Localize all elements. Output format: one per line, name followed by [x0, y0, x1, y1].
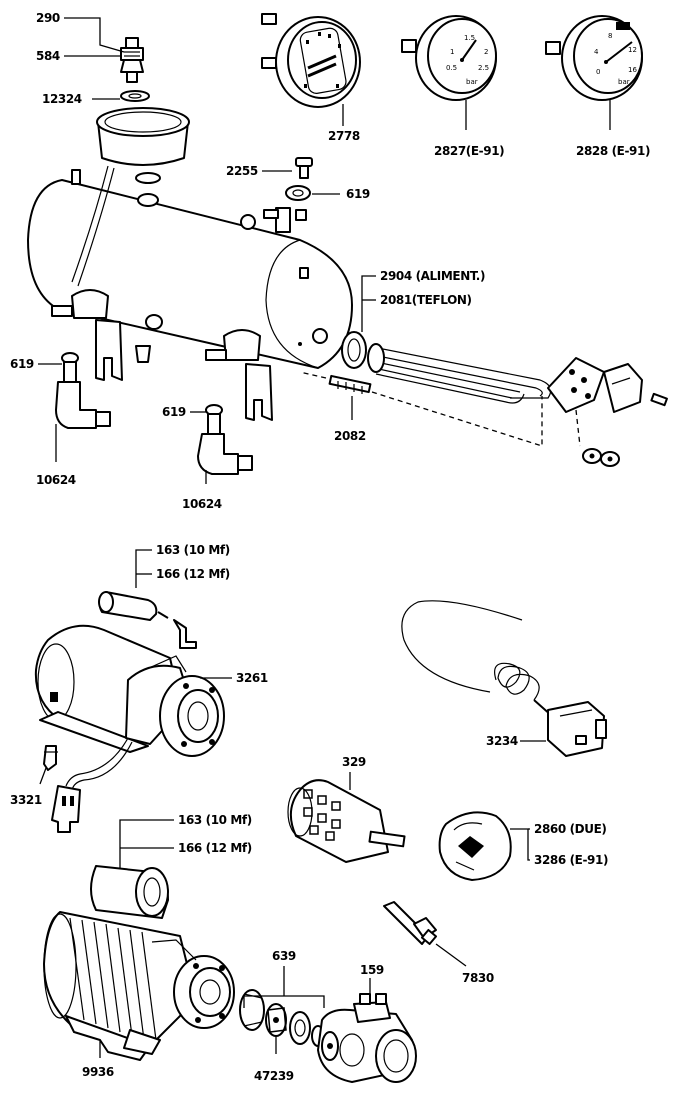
- probe-7830: [383, 901, 438, 946]
- gauge-2827-tick-2: 1: [450, 48, 454, 56]
- gauge-2828: 0 4 8 12 16 bar: [545, 15, 643, 101]
- rotary-switch-329: [287, 779, 406, 863]
- gauge-2828-unit: bar: [618, 78, 630, 86]
- label-2255: 2255: [226, 164, 258, 178]
- label-3234: 3234: [486, 734, 518, 748]
- label-3261: 3261: [236, 671, 268, 685]
- gasket-2081: [341, 331, 367, 369]
- valve-fitting-290: [120, 37, 144, 83]
- capacitor-lower: [90, 865, 169, 919]
- gauge-2827: 0.5 1 1.5 2 2.5 bar: [401, 15, 497, 101]
- label-159: 159: [360, 963, 384, 977]
- label-163-lower: 163 (10 Mf): [178, 813, 252, 827]
- label-166-lower: 166 (12 Mf): [178, 841, 252, 855]
- gauge-2827-tick-3: 1.5: [464, 34, 475, 42]
- label-166-upper: 166 (12 Mf): [156, 567, 230, 581]
- leader-2904: [361, 275, 376, 332]
- label-619-left: 619: [10, 357, 34, 371]
- label-2827: 2827(E-91): [434, 144, 504, 158]
- boiler-tank: [27, 165, 353, 421]
- label-7830: 7830: [462, 971, 494, 985]
- label-10624-right: 10624: [182, 497, 222, 511]
- gauge-2827-unit: bar: [466, 78, 478, 86]
- nuts-pair: [582, 448, 620, 467]
- label-2860: 2860 (DUE): [534, 822, 606, 836]
- gauge-2778: [261, 13, 361, 108]
- gauge-2828-tick-4: 12: [628, 46, 637, 54]
- label-619-right: 619: [162, 405, 186, 419]
- pressure-cap: [96, 107, 190, 166]
- motor-3261: [34, 624, 225, 833]
- elbow-left-10624: [55, 352, 111, 429]
- pump-159: [317, 993, 417, 1083]
- label-3286: 3286 (E-91): [534, 853, 608, 867]
- label-619-top: 619: [346, 187, 370, 201]
- connector-3321: [43, 745, 58, 771]
- washer-12324: [120, 90, 150, 102]
- leader-2860: [510, 828, 530, 861]
- label-2828: 2828 (E-91): [576, 144, 650, 158]
- gauge-2827-tick-5: 2.5: [478, 64, 489, 72]
- heating-element: [367, 343, 643, 413]
- gauge-2828-tick-5: 16: [628, 66, 637, 74]
- label-639: 639: [272, 949, 296, 963]
- screw-small: [650, 392, 668, 407]
- gauge-2828-tick-2: 4: [594, 48, 599, 56]
- gauge-2828-tick-1: 0: [596, 68, 600, 76]
- stud-2082: [328, 374, 372, 394]
- elbow-right-10624: [197, 404, 253, 475]
- label-10624-left: 10624: [36, 473, 76, 487]
- leader-7830: [435, 943, 467, 967]
- coupling-639: [239, 989, 325, 1047]
- label-12324: 12324: [42, 92, 82, 106]
- label-47239: 47239: [254, 1069, 294, 1083]
- leader-3321: [39, 767, 47, 785]
- label-290: 290: [36, 11, 60, 25]
- label-2081: 2081(TEFLON): [380, 293, 472, 307]
- leader-163-upper: [135, 549, 152, 588]
- dashed-guide-1: [371, 391, 543, 447]
- label-584: 584: [36, 49, 60, 63]
- motor-9936: [43, 911, 235, 1061]
- gauge-2827-tick-1: 0.5: [446, 64, 457, 72]
- screw-2255: [295, 157, 313, 179]
- label-329: 329: [342, 755, 366, 769]
- gauge-2827-tick-4: 2: [484, 48, 488, 56]
- label-163-upper: 163 (10 Mf): [156, 543, 230, 557]
- label-3321: 3321: [10, 793, 42, 807]
- thermostat-3234: [401, 600, 607, 757]
- label-2904: 2904 (ALIMENT.): [380, 269, 485, 283]
- gauge-2828-tick-3: 8: [608, 32, 612, 40]
- label-2082: 2082: [334, 429, 366, 443]
- label-9936: 9936: [82, 1065, 114, 1079]
- leader-163-lower: [119, 819, 174, 868]
- leader-290: [64, 17, 125, 53]
- capacitor-upper: [98, 591, 197, 649]
- knob-2860: [438, 811, 512, 881]
- label-2778: 2778: [328, 129, 360, 143]
- dashed-guide-3: [575, 409, 581, 447]
- dashed-guide-2: [299, 371, 327, 379]
- washer-619-top: [285, 185, 311, 201]
